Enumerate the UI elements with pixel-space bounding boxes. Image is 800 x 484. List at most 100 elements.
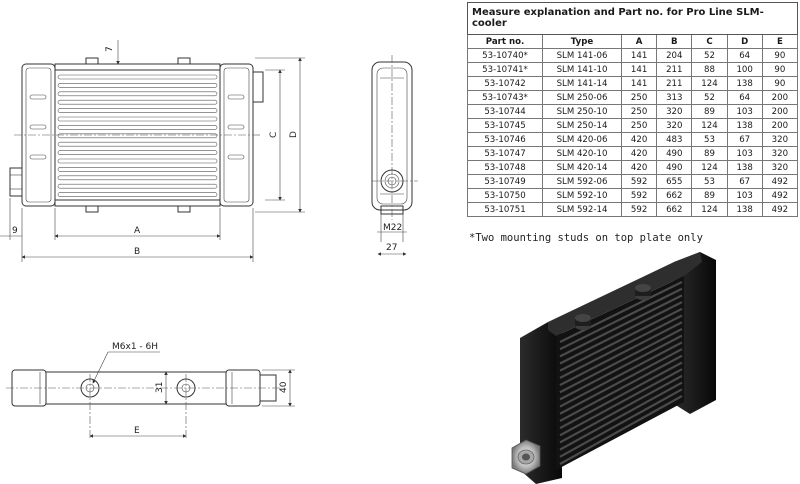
cooler-fin-line bbox=[559, 374, 683, 444]
table-cell: 53-10746 bbox=[467, 132, 543, 147]
table-cell: 53-10745 bbox=[467, 118, 543, 133]
table-cell: 420 bbox=[620, 132, 658, 147]
table-cell: 124 bbox=[691, 202, 728, 217]
table-cell: 90 bbox=[761, 76, 799, 91]
table-cell: 124 bbox=[691, 76, 728, 91]
table-cell: SLM 420-14 bbox=[542, 160, 622, 175]
dim-label-27: 27 bbox=[386, 243, 397, 253]
dim-label-9: 9 bbox=[12, 226, 18, 236]
col-header-e: E bbox=[761, 34, 799, 49]
footnote: *Two mounting studs on top plate only bbox=[469, 232, 703, 244]
table-cell: 141 bbox=[620, 76, 658, 91]
cooler-fin-line bbox=[559, 327, 683, 394]
cooler-fin-line bbox=[559, 361, 683, 430]
table-header-row: Part no. Type A B C D E bbox=[467, 34, 799, 49]
table-title: Measure explanation and Part no. for Pro… bbox=[467, 2, 798, 35]
table-cell: 490 bbox=[656, 160, 693, 175]
table-cell: 103 bbox=[726, 146, 763, 161]
table-cell: 53-10750 bbox=[467, 188, 543, 203]
cooler-tube-line bbox=[57, 158, 218, 164]
table-cell: 211 bbox=[656, 76, 693, 91]
table-cell: 103 bbox=[726, 188, 763, 203]
table-cell: 53-10748 bbox=[467, 160, 543, 175]
table-cell: 53-10743* bbox=[467, 90, 543, 105]
cooler-fin-line bbox=[559, 314, 683, 379]
table-cell: 89 bbox=[691, 146, 728, 161]
table-cell: 662 bbox=[656, 188, 693, 203]
dim-label-m22: M22 bbox=[383, 223, 402, 233]
cooler-fin-line bbox=[559, 287, 683, 351]
table-cell: 592 bbox=[620, 174, 658, 189]
table-cell: 53-10747 bbox=[467, 146, 543, 161]
dim-label-31: 31 bbox=[155, 382, 165, 393]
cooler-fin-line bbox=[559, 334, 683, 401]
table-cell: 320 bbox=[761, 160, 799, 175]
table-cell: 53 bbox=[691, 174, 728, 189]
cooler-tube-line bbox=[57, 99, 218, 105]
table-cell: 320 bbox=[761, 146, 799, 161]
table-cell: 103 bbox=[726, 104, 763, 119]
table-cell: 67 bbox=[726, 174, 763, 189]
table-cell: 320 bbox=[761, 132, 799, 147]
table-cell: 64 bbox=[726, 90, 763, 105]
table-cell: 53-10740* bbox=[467, 48, 543, 63]
table-cell: 592 bbox=[620, 202, 658, 217]
table-cell: 52 bbox=[691, 90, 728, 105]
table-cell: 89 bbox=[691, 188, 728, 203]
table-cell: 53-10744 bbox=[467, 104, 543, 119]
table-cell: 141 bbox=[620, 62, 658, 77]
table-cell: 67 bbox=[726, 132, 763, 147]
table-cell: 89 bbox=[691, 104, 728, 119]
table-cell: SLM 592-10 bbox=[542, 188, 622, 203]
table-cell: 138 bbox=[726, 76, 763, 91]
cooler-fin-line bbox=[559, 301, 683, 365]
dim-label-c: C bbox=[269, 132, 279, 138]
table-cell: 53-10751 bbox=[467, 202, 543, 217]
table-cell: 100 bbox=[726, 62, 763, 77]
table-cell: SLM 592-06 bbox=[542, 174, 622, 189]
cooler-tube-line bbox=[57, 133, 218, 139]
table-cell: SLM 141-06 bbox=[542, 48, 622, 63]
table-cell: 88 bbox=[691, 62, 728, 77]
table-cell: 250 bbox=[620, 104, 658, 119]
dim-label-7: 7 bbox=[105, 46, 115, 52]
table-cell: 592 bbox=[620, 188, 658, 203]
front-view: 7 C D A B 9 bbox=[0, 40, 305, 262]
col-header-part-no: Part no. bbox=[467, 34, 543, 49]
table-cell: 124 bbox=[691, 118, 728, 133]
col-header-b: B bbox=[656, 34, 693, 49]
table-cell: 250 bbox=[620, 118, 658, 133]
table-cell: SLM 141-10 bbox=[542, 62, 622, 77]
table-cell: 64 bbox=[726, 48, 763, 63]
table-cell: 420 bbox=[620, 146, 658, 161]
cooler-tube-line bbox=[57, 125, 218, 130]
cooler-tube-line bbox=[57, 116, 218, 122]
table-cell: 313 bbox=[656, 90, 693, 105]
dim-label-b: B bbox=[134, 247, 140, 257]
table-cell: 655 bbox=[656, 174, 693, 189]
table-cell: 200 bbox=[761, 118, 799, 133]
col-header-type: Type bbox=[542, 34, 622, 49]
table-cell: 250 bbox=[620, 90, 658, 105]
cooler-tube-line bbox=[57, 167, 218, 172]
cooler-fin-line bbox=[559, 348, 683, 415]
table-cell: 662 bbox=[656, 202, 693, 217]
table-cell: 53 bbox=[691, 132, 728, 147]
dim-label-a: A bbox=[134, 226, 141, 236]
table-cell: SLM 420-06 bbox=[542, 132, 622, 147]
cooler-fin-line bbox=[559, 354, 683, 422]
cooler-tube-line bbox=[57, 150, 218, 155]
table-cell: 52 bbox=[691, 48, 728, 63]
table-cell: 53-10749 bbox=[467, 174, 543, 189]
cooler-tube-line bbox=[57, 175, 218, 181]
table-cell: 490 bbox=[656, 146, 693, 161]
